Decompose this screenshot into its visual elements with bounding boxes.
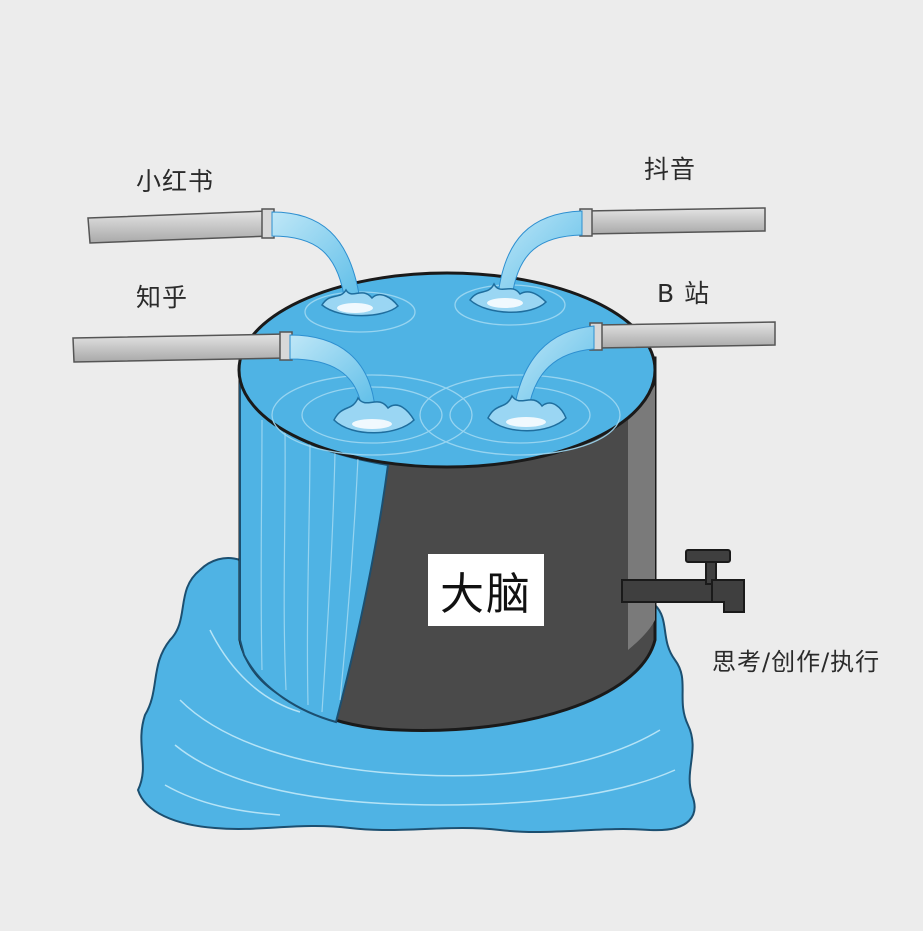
label-bilibili: B 站 [657,279,711,308]
label-zhihu: 知乎 [136,283,189,312]
pipe-zhihu [72,331,293,363]
stream-xiaohongshu [271,211,361,303]
overflow-streaks [260,419,359,713]
label-douyin: 抖音 [644,155,697,184]
output-label: 思考/创作/执行 [712,648,881,676]
label-xiaohongshu: 小红书 [136,167,215,196]
tank-highlight [628,385,655,650]
pipe-douyin [579,207,766,237]
pipe-bilibili [589,321,776,351]
pipe-xiaohongshu [87,208,275,244]
faucet-icon [621,549,745,613]
tank-label: 大脑 [440,569,532,620]
water-surface [237,271,657,469]
splash-highlights [337,298,546,429]
tank-label-box: 大脑 [428,554,544,626]
puddle-ripples [164,629,676,816]
